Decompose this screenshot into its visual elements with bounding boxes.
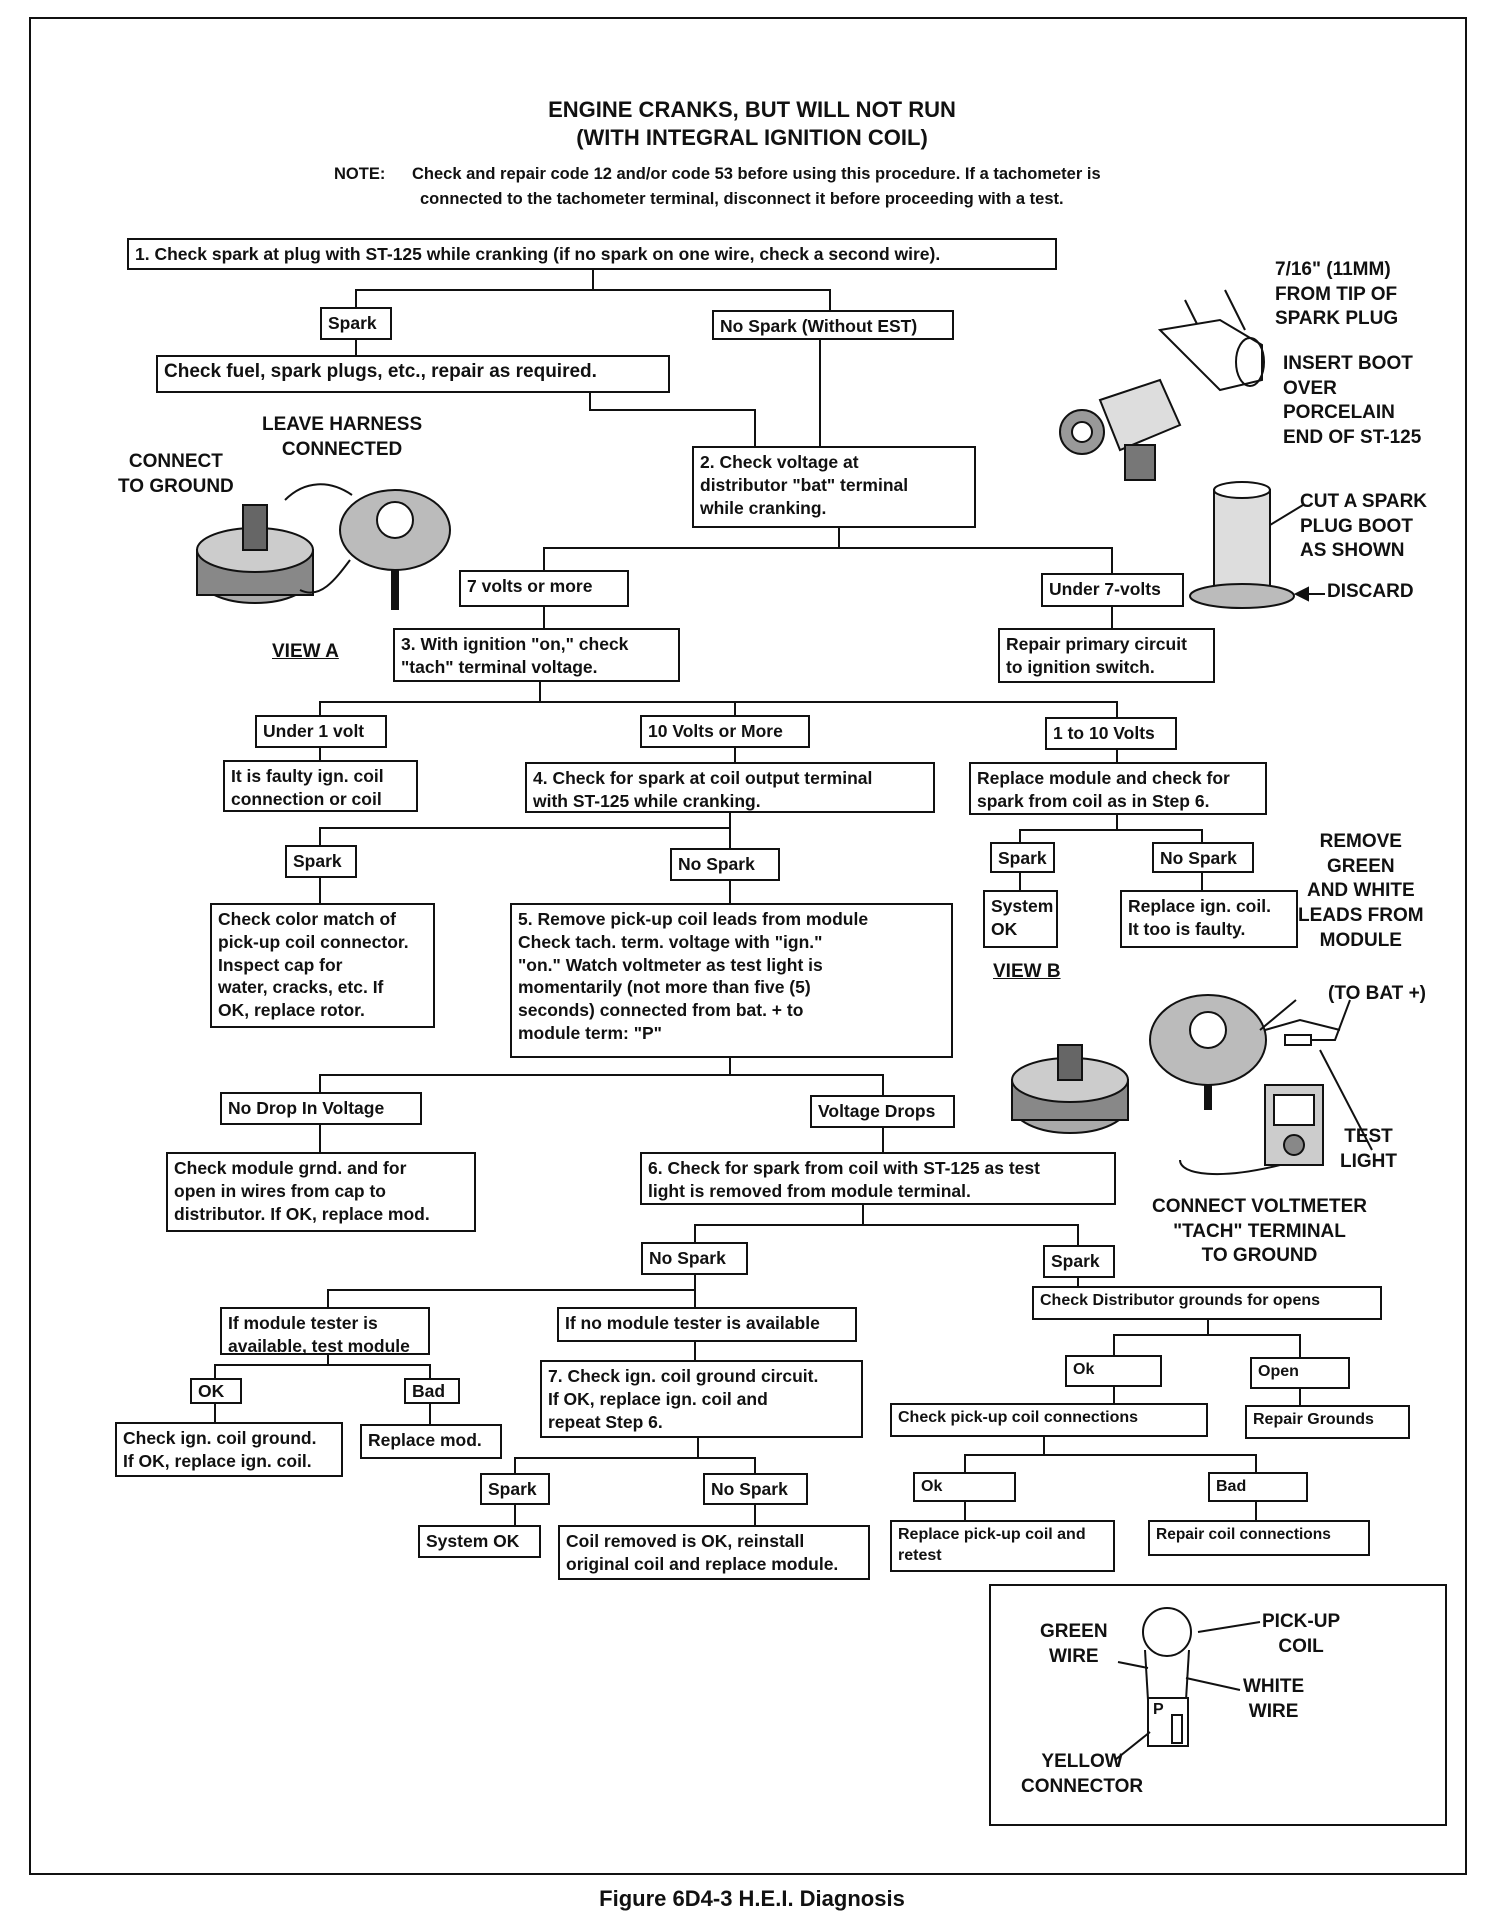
replace-mod-box: Replace mod. (360, 1424, 502, 1459)
test-light-label: TEST LIGHT (1340, 1126, 1397, 1172)
check-ign-coil-ground-box: Check ign. coil ground. If OK, replace i… (115, 1422, 343, 1477)
view-b-label: VIEW B (993, 961, 1061, 982)
no-spark-label-step-6: No Spark (641, 1242, 748, 1275)
seven-volts-or-more-label: 7 volts or more (459, 570, 629, 607)
bad-label-module-tester: Bad (404, 1378, 460, 1404)
step-3-box: 3. With ignition "on," check "tach" term… (393, 628, 680, 682)
step-7-box: 7. Check ign. coil ground circuit. If OK… (540, 1360, 863, 1438)
step-4-box: 4. Check for spark at coil output termin… (525, 762, 935, 813)
ten-volts-or-more-label: 10 Volts or More (640, 715, 810, 748)
replace-pickup-coil-box: Replace pick-up coil and retest (890, 1520, 1115, 1572)
yellow-connector-label: YELLOW CONNECTOR (1021, 1751, 1144, 1797)
voltage-drops-label: Voltage Drops (810, 1095, 955, 1128)
system-ok-box-2: System OK (418, 1525, 541, 1558)
step-1-box: 1. Check spark at plug with ST-125 while… (127, 238, 1057, 270)
note-label: NOTE: (334, 165, 386, 183)
title-line-2: (WITH INTEGRAL IGNITION COIL) (576, 125, 928, 150)
replace-module-box: Replace module and check for spark from … (969, 762, 1267, 815)
ok-label-distributor-grounds: Ok (1065, 1355, 1162, 1387)
spark-label: Spark (320, 307, 392, 340)
note-line-1: Check and repair code 12 and/or code 53 … (412, 165, 1101, 183)
check-color-match-box: Check color match of pick-up coil connec… (210, 903, 435, 1028)
under-one-volt-label: Under 1 volt (255, 715, 387, 748)
spark-label-replace-module: Spark (990, 842, 1055, 873)
cut-boot-illustration (1189, 481, 1325, 609)
check-module-ground-box: Check module grnd. and for open in wires… (166, 1152, 476, 1232)
system-ok-box-1: System OK (983, 890, 1058, 948)
one-to-ten-volts-label: 1 to 10 Volts (1045, 717, 1177, 750)
bad-label-pickup-coil: Bad (1208, 1472, 1308, 1502)
green-wire-label: GREEN WIRE (1040, 1621, 1108, 1667)
if-module-tester-box: If module tester is available, test modu… (220, 1307, 430, 1356)
view-a-label: VIEW A (272, 641, 339, 662)
repair-primary-circuit-box: Repair primary circuit to ignition switc… (998, 628, 1215, 683)
spark-label-step-7: Spark (480, 1473, 550, 1505)
figure-caption: Figure 6D4-3 H.E.I. Diagnosis (599, 1886, 905, 1911)
ok-label-module-tester: OK (190, 1378, 242, 1404)
step-2-box: 2. Check voltage at distributor "bat" te… (692, 446, 976, 528)
no-spark-without-est-label: No Spark (Without EST) (712, 310, 954, 340)
page-frame (29, 17, 1467, 1875)
st125-tester-illustration (1059, 289, 1265, 481)
no-spark-label-step-4: No Spark (670, 848, 780, 881)
cut-spark-plug-boot-label: CUT A SPARK PLUG BOOT AS SHOWN (1300, 491, 1428, 562)
remove-green-white-leads-label: REMOVE GREEN AND WHITE LEADS FROM MODULE (1298, 831, 1424, 951)
coil-removed-box: Coil removed is OK, reinstall original c… (558, 1525, 870, 1580)
connect-voltmeter-label: CONNECT VOLTMETER "TACH" TERMINAL TO GRO… (1152, 1196, 1367, 1267)
faulty-coil-box: It is faulty ign. coil connection or coi… (223, 760, 418, 812)
leave-harness-connected-label: LEAVE HARNESS CONNECTED (262, 414, 423, 460)
step-6-box: 6. Check for spark from coil with ST-125… (640, 1152, 1116, 1205)
pickup-coil-inset (989, 1584, 1447, 1826)
check-pickup-coil-connections-box: Check pick-up coil connections (890, 1403, 1208, 1437)
repair-grounds-box: Repair Grounds (1245, 1405, 1410, 1439)
step-5-box: 5. Remove pick-up coil leads from module… (510, 903, 953, 1058)
under-seven-volts-label: Under 7-volts (1041, 573, 1184, 607)
spark-label-step-4: Spark (285, 845, 357, 878)
pickup-coil-label: PICK-UP COIL (1262, 1611, 1341, 1657)
title-line-1: ENGINE CRANKS, BUT WILL NOT RUN (548, 97, 956, 122)
white-wire-label: WHITE WIRE (1243, 1676, 1305, 1722)
discard-label: DISCARD (1327, 581, 1414, 602)
note-line-2: connected to the tachometer terminal, di… (420, 190, 1064, 208)
check-distributor-grounds-box: Check Distributor grounds for opens (1032, 1286, 1382, 1320)
insert-boot-label: INSERT BOOT OVER PORCELAIN END OF ST-125 (1283, 353, 1422, 449)
no-spark-label-replace-module: No Spark (1152, 842, 1254, 873)
replace-ign-coil-box: Replace ign. coil. It too is faulty. (1120, 890, 1298, 948)
tip-measurement-label: 7/16" (11MM) FROM TIP OF SPARK PLUG (1275, 259, 1399, 330)
check-fuel-box: Check fuel, spark plugs, etc., repair as… (156, 355, 670, 393)
no-spark-label-step-7: No Spark (703, 1473, 808, 1505)
spark-label-step-6: Spark (1043, 1245, 1115, 1278)
p-terminal-label: P (1153, 1701, 1164, 1718)
to-bat-label: (TO BAT +) (1328, 983, 1426, 1004)
repair-coil-connections-box: Repair coil connections (1148, 1520, 1370, 1556)
view-b-distributor-illustration (1011, 994, 1373, 1175)
ok-label-pickup-coil: Ok (913, 1472, 1016, 1502)
view-a-distributor-illustration (196, 483, 451, 610)
connect-to-ground-label: CONNECT TO GROUND (118, 451, 234, 497)
open-label: Open (1250, 1357, 1350, 1389)
no-drop-in-voltage-label: No Drop In Voltage (220, 1092, 422, 1125)
if-no-module-tester-box: If no module tester is available (557, 1307, 857, 1342)
